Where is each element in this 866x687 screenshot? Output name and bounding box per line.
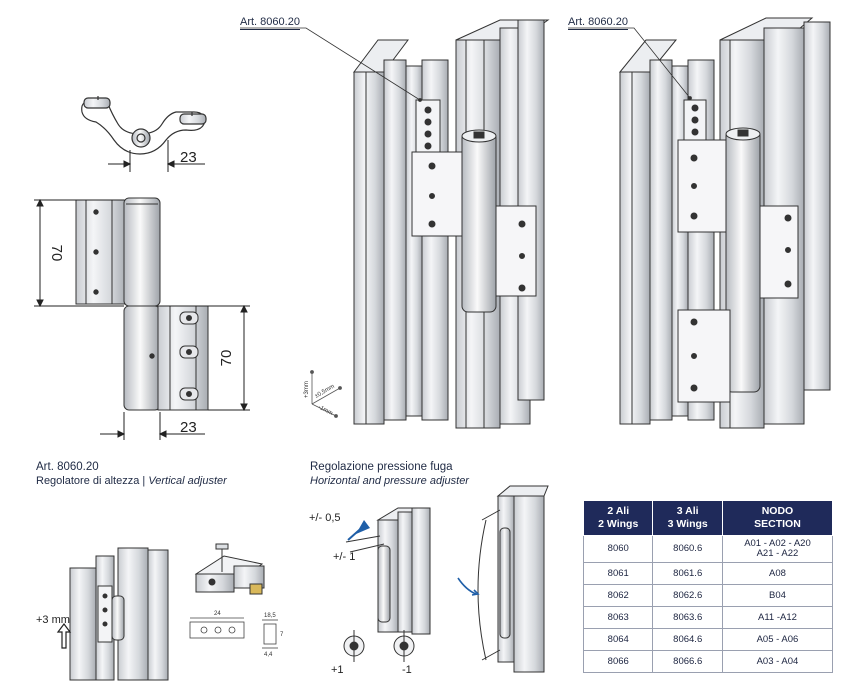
table-cell: 8063.6 [652,606,723,629]
hinge-plan-view [81,96,207,155]
vertical-adjuster-subtitle: Regolatore di altezza | Vertical adjuste… [36,475,227,487]
table-row: 8064 8064.6 A05 - A06 [582,628,834,651]
table-row: 8060 8060.6 A01 - A02 - A20 A21 - A22 [582,535,834,563]
header-section: NODO SECTION [721,500,834,536]
table-header-row: 2 Ali 2 Wings 3 Ali 3 Wings NODO SECTION [582,500,834,536]
table-cell: A08 [721,562,834,585]
table-cell: 8062.6 [652,584,723,607]
bottom-width-dimension [100,412,205,440]
adjuster-part-detail [194,543,265,595]
table-cell: A11 -A12 [721,606,834,629]
table-row: 8061 8061.6 A08 [582,562,834,585]
svg-text:7: 7 [280,632,284,638]
table-cell: 8060 [582,535,654,563]
swing-arrow-icon [457,577,480,596]
minus1-label: -1 [402,664,412,676]
bottom-width-value: 23 [180,419,197,436]
model-section-table: 2 Ali 2 Wings 3 Ali 3 Wings NODO SECTION… [582,500,834,673]
table-cell: A01 - A02 - A20 A21 - A22 [721,535,834,563]
plus1-label: +1 [331,664,344,676]
article-label-right: Art. 8060.20 [568,16,628,30]
adjust-minus1-label: -1mm [317,404,333,417]
table-row: 8066 8066.6 A03 - A04 [582,650,834,673]
table-row: 8063 8063.6 A11 -A12 [582,606,834,629]
pm1-label: +/- 1 [333,551,355,563]
top-width-value: 23 [180,149,197,166]
assembly-view-right [618,17,831,429]
article-label-left: Art. 8060.20 [240,16,300,30]
table-cell: 8066.6 [652,650,723,673]
svg-text:18,5: 18,5 [264,613,276,619]
table-cell: 8064 [582,628,654,651]
header-3-wings: 3 Ali 3 Wings [652,500,723,536]
adjust-plus3-label: +3mm [304,381,310,398]
hinge-elevation [75,197,209,411]
header-2-wings: 2 Ali 2 Wings [582,500,654,536]
svg-text:24: 24 [214,611,221,617]
pressure-arrow-icon [347,520,370,541]
assembly-arrow-right [568,27,692,100]
lower-height-dimension [160,304,250,412]
pm05-label: +/- 0,5 [309,512,341,524]
table-cell: 8062 [582,584,654,607]
assembly-view-left [353,19,550,429]
table-cell: B04 [721,584,834,607]
vertical-adjuster-illustration [69,547,169,681]
table-cell: 8066 [582,650,654,673]
top-width-dimension [108,140,205,172]
table-cell: 8063 [582,606,654,629]
horizontal-adjuster-illustration [345,507,431,635]
adjust-axis-gizmo [310,370,342,418]
door-swing-illustration [477,485,549,673]
upper-height-dimension [34,198,124,308]
table-cell: 8061.6 [652,562,723,585]
table-row: 8062 8062.6 B04 [582,584,834,607]
table-cell: A03 - A04 [721,650,834,673]
adjuster-key-detail [343,630,415,662]
up-arrow-icon [56,623,72,649]
upper-height-value: 70 [48,245,65,262]
table-cell: 8060.6 [652,535,723,563]
svg-text:4,4: 4,4 [264,652,273,658]
vertical-adjuster-subtitle-it: Regolatore di altezza | [36,475,146,487]
vertical-adjuster-subtitle-en: Vertical adjuster [148,475,227,487]
plus3mm-label: +3 mm [36,614,70,626]
lower-height-value: 70 [218,350,235,367]
adjuster-dimension-sketch: 24 18,5 7 4,4 [189,611,284,658]
table-cell: 8061 [582,562,654,585]
adjust-pm05-label: ±0,5mm [314,384,336,400]
horizontal-adjuster-subtitle: Horizontal and pressure adjuster [310,475,469,487]
table-cell: 8064.6 [652,628,723,651]
table-cell: A05 - A06 [721,628,834,651]
assembly-arrow-left [240,27,422,102]
horizontal-adjuster-title: Regolazione pressione fuga [310,461,453,473]
vertical-adjuster-title: Art. 8060.20 [36,461,99,473]
